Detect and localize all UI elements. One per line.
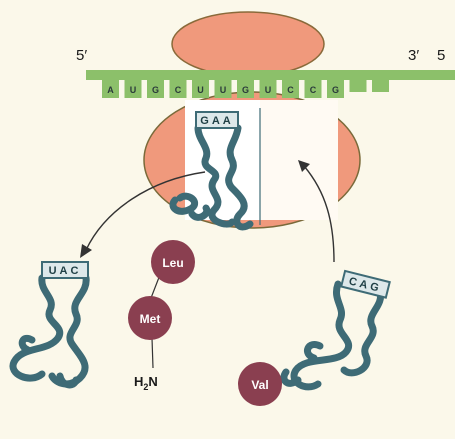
- nterm-bond: [152, 338, 153, 368]
- amino-acid-val: Val: [238, 362, 282, 406]
- mrna-base-label: U: [265, 85, 272, 95]
- mrna-base-stub: [350, 80, 367, 92]
- a-site: [260, 100, 338, 220]
- mrna-base-label: C: [310, 85, 317, 95]
- mrna-base-label: G: [332, 85, 339, 95]
- mrna-5prime-right-label: 5: [437, 47, 445, 64]
- amino-acid-met: Met: [128, 296, 172, 340]
- mrna-base-label: C: [175, 85, 182, 95]
- anticodon-left: UAC: [42, 262, 88, 278]
- mrna-base-label: A: [107, 85, 114, 95]
- trna-left: [13, 278, 86, 385]
- mrna-base-label: C: [287, 85, 294, 95]
- mrna-base-label: U: [220, 85, 227, 95]
- mrna-base-label: U: [197, 85, 204, 95]
- anticodon-center: GAA: [196, 112, 238, 128]
- anticodon-center-text: GAA: [200, 115, 233, 127]
- amino-acid-val-label: Val: [251, 378, 268, 392]
- n-terminus-n: N: [148, 374, 157, 389]
- mrna-5prime-label: 5′: [76, 47, 87, 64]
- mrna-base-label: U: [130, 85, 137, 95]
- mrna-base-label: G: [242, 85, 249, 95]
- mrna-3prime-label: 3′: [408, 47, 419, 64]
- trna-right: [284, 284, 381, 387]
- amino-acid-leu-label: Leu: [162, 256, 183, 270]
- anticodon-left-text: UAC: [49, 265, 82, 277]
- mrna-backbone: [86, 70, 455, 80]
- mrna-base-stub: [372, 80, 389, 92]
- mrna-base-label: G: [152, 85, 159, 95]
- anticodon-right: CAG: [341, 271, 390, 298]
- amino-acid-met-label: Met: [140, 312, 161, 326]
- amino-acid-leu: Leu: [151, 240, 195, 284]
- ribosome-small-subunit: [172, 12, 324, 76]
- n-terminus-label: H2N: [134, 374, 158, 392]
- n-terminus-h: H: [134, 374, 143, 389]
